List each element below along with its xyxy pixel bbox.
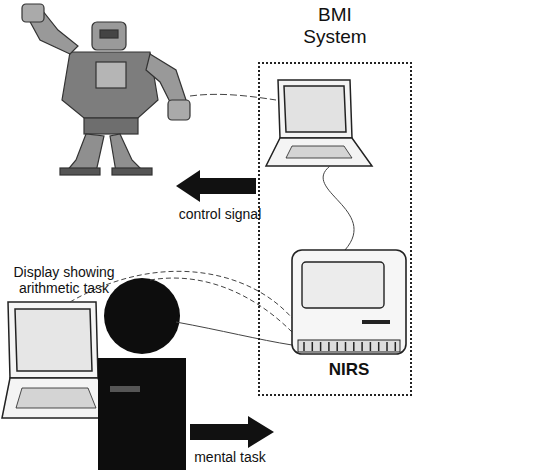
connector-pin [345, 342, 347, 351]
system-boundary: BMI SystemNIRS [258, 62, 412, 396]
connector-pin [320, 342, 322, 351]
person-figure [98, 278, 186, 470]
control-signal-arrow [176, 170, 256, 202]
connector-pin [312, 342, 314, 351]
device-body [292, 250, 406, 354]
display-caption: Display showing arithmetic task [2, 264, 126, 296]
system-heading: BMI System [260, 4, 410, 48]
mental-task-arrow [190, 416, 274, 448]
connector-pin [336, 342, 338, 351]
arrow-label: mental task [186, 449, 274, 465]
device-slot [362, 320, 390, 324]
connector-pin [395, 342, 397, 351]
connector-pin [303, 342, 305, 351]
device-screen [302, 262, 384, 308]
connector-row [298, 340, 400, 352]
connector-pin [386, 342, 388, 351]
robot-figure [22, 4, 190, 175]
bmi-laptop [266, 80, 372, 166]
display-laptop [2, 302, 112, 418]
connector-pin [361, 342, 363, 351]
arrow-label: control signal [178, 206, 262, 222]
device-label: NIRS [286, 360, 412, 380]
connector-pin [370, 342, 372, 351]
connector-pin [378, 342, 380, 351]
connector-pin [328, 342, 330, 351]
connector-pin [353, 342, 355, 351]
nirs-device: NIRS [286, 246, 412, 392]
